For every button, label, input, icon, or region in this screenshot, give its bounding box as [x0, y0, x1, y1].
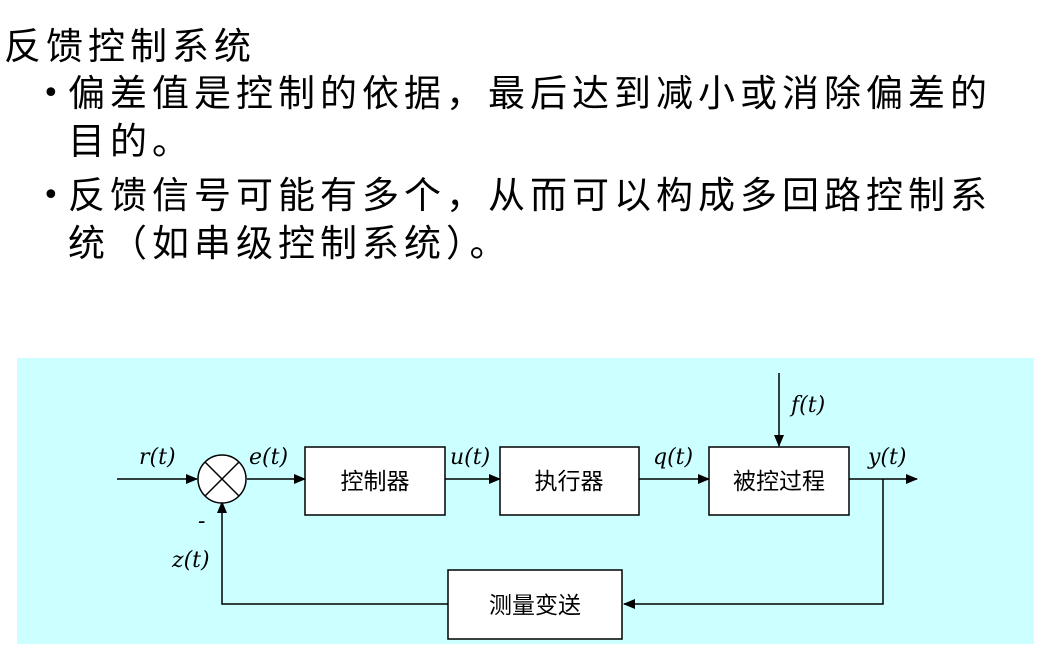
bullet-list: • 偏差值是控制的依据，最后达到减小或消除偏差的目的。 • 反馈信号可能有多个，… [42, 70, 1032, 274]
feedback-path-to-summer [217, 501, 448, 605]
feedback-path-to-sensor [623, 479, 884, 609]
process-block [708, 446, 850, 516]
slide-title: 反馈控制系统 [4, 25, 256, 68]
manipulated-signal-label: q(t) [653, 445, 693, 470]
diagram-canvas: 控制器 执行器 被控过程 测量变送 r(t) e(t) u(t) q(t) f(… [117, 373, 918, 640]
controller-label: 控制器 [341, 469, 410, 495]
measurement-block [447, 569, 623, 640]
bullet-item-1: • 偏差值是控制的依据，最后达到减小或消除偏差的目的。 [42, 70, 1032, 166]
bullet-item-2: • 反馈信号可能有多个，从而可以构成多回路控制系统（如串级控制系统）。 [42, 172, 1032, 268]
summing-junction [197, 454, 247, 504]
reference-signal-label: r(t) [139, 445, 176, 470]
feedback-block-diagram: 控制器 执行器 被控过程 测量变送 r(t) e(t) u(t) q(t) f(… [17, 358, 1034, 644]
control-signal-label: u(t) [450, 445, 490, 470]
measurement-label: 测量变送 [489, 593, 581, 619]
process-label: 被控过程 [733, 469, 825, 495]
bullet-dot: • [42, 178, 65, 213]
error-signal-label: e(t) [249, 445, 288, 470]
output-signal-label: y(t) [867, 445, 906, 470]
bullet-dot: • [42, 76, 65, 111]
actuator-block [499, 446, 640, 516]
bullet-text-2: 反馈信号可能有多个，从而可以构成多回路控制系统（如串级控制系统）。 [68, 174, 992, 265]
feedback-signal-label: z(t) [171, 548, 210, 573]
minus-sign: - [198, 509, 205, 534]
disturbance-signal-label: f(t) [789, 393, 825, 418]
controller-block [304, 446, 446, 516]
actuator-label: 执行器 [535, 469, 604, 495]
bullet-text-1: 偏差值是控制的依据，最后达到减小或消除偏差的目的。 [68, 72, 992, 163]
